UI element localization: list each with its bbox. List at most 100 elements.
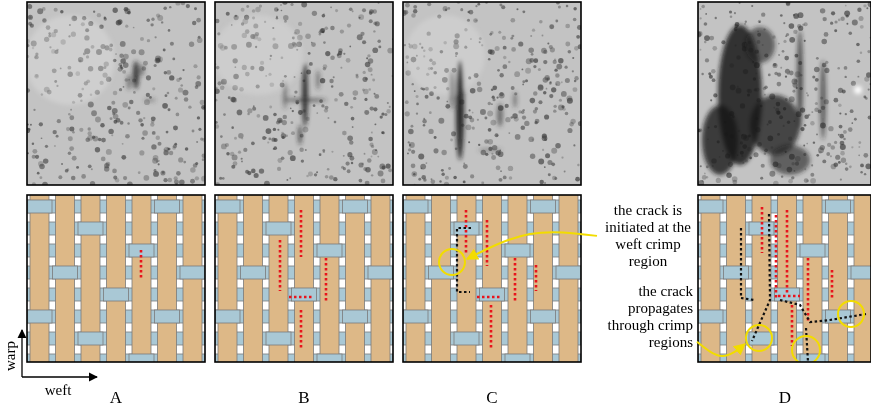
speckle bbox=[72, 156, 77, 161]
speckle bbox=[141, 137, 144, 140]
speckle bbox=[490, 50, 495, 55]
speckle bbox=[564, 66, 567, 69]
speckle bbox=[806, 92, 808, 94]
speckle bbox=[522, 115, 526, 119]
speckle bbox=[339, 92, 344, 97]
speckle bbox=[143, 175, 149, 181]
speckle bbox=[816, 154, 819, 157]
matrix-crack bbox=[300, 210, 303, 257]
weft-crimp bbox=[505, 354, 530, 362]
speckle bbox=[413, 5, 417, 9]
speckle bbox=[197, 75, 201, 79]
speckle bbox=[364, 98, 367, 101]
speckle bbox=[441, 169, 444, 172]
speckle bbox=[441, 173, 444, 176]
speckle bbox=[577, 164, 579, 166]
speckle bbox=[133, 91, 136, 94]
speckle bbox=[540, 180, 544, 184]
speckle bbox=[101, 157, 106, 162]
speckle bbox=[846, 23, 848, 25]
weft-crimp bbox=[215, 310, 240, 323]
speckle bbox=[375, 21, 380, 26]
damage-mark bbox=[450, 70, 454, 110]
speckle bbox=[54, 145, 56, 147]
warp-yarns bbox=[218, 195, 390, 362]
panel-label: D bbox=[779, 388, 791, 407]
speckle bbox=[158, 57, 163, 62]
speckle bbox=[487, 139, 493, 145]
speckle bbox=[382, 131, 385, 134]
warp-yarn bbox=[701, 195, 720, 362]
matrix-cracks bbox=[141, 250, 142, 279]
speckle bbox=[151, 116, 156, 121]
speckle bbox=[153, 171, 159, 177]
speckle bbox=[334, 121, 337, 124]
speckle bbox=[793, 13, 799, 19]
speckle bbox=[522, 80, 525, 83]
speckle bbox=[565, 42, 570, 47]
speckle bbox=[495, 46, 500, 51]
speckle bbox=[32, 149, 37, 154]
speckle bbox=[196, 141, 198, 143]
speckle bbox=[863, 153, 868, 158]
speckle bbox=[834, 141, 837, 144]
weft-yarn bbox=[215, 288, 393, 301]
speckle bbox=[576, 35, 580, 39]
speckle bbox=[66, 127, 70, 131]
speckle bbox=[365, 77, 368, 80]
speckle bbox=[172, 58, 175, 61]
matrix-crack bbox=[490, 305, 493, 350]
speckle bbox=[312, 11, 317, 16]
weft-crimps bbox=[403, 200, 581, 362]
speckle bbox=[451, 131, 456, 136]
speckle bbox=[710, 99, 712, 101]
speckle bbox=[349, 156, 354, 161]
speckle bbox=[351, 117, 355, 121]
weft-crimp bbox=[292, 288, 317, 301]
speckle bbox=[815, 102, 818, 105]
speckle bbox=[30, 124, 32, 126]
speckle bbox=[238, 133, 243, 138]
speckle bbox=[463, 164, 468, 169]
speckle bbox=[445, 176, 449, 180]
speckle bbox=[497, 69, 500, 72]
weft-crimp bbox=[775, 288, 800, 301]
speckle bbox=[381, 179, 386, 184]
speckle bbox=[570, 119, 575, 124]
speckle bbox=[505, 104, 509, 108]
matrix-crack bbox=[831, 270, 834, 300]
speckle bbox=[420, 164, 426, 170]
speckle bbox=[425, 95, 429, 99]
speckle bbox=[423, 124, 426, 127]
speckle bbox=[857, 76, 859, 78]
speckle bbox=[372, 79, 375, 82]
speckle bbox=[711, 69, 716, 74]
speckle bbox=[704, 35, 710, 41]
speckle bbox=[120, 58, 125, 63]
speckle bbox=[840, 151, 845, 156]
speckle bbox=[371, 74, 373, 76]
speckle bbox=[375, 149, 377, 151]
speckle bbox=[98, 138, 102, 142]
speckle bbox=[316, 112, 318, 114]
speckle bbox=[844, 66, 848, 70]
speckle bbox=[525, 79, 528, 82]
damage-mark bbox=[405, 15, 485, 95]
speckle bbox=[816, 57, 819, 60]
photo-frame bbox=[698, 2, 871, 185]
speckle bbox=[533, 91, 537, 95]
speckle bbox=[772, 63, 777, 68]
speckle bbox=[161, 21, 163, 23]
photo-frame bbox=[215, 2, 393, 185]
speckle bbox=[542, 35, 544, 37]
speckle bbox=[237, 110, 243, 116]
speckle bbox=[468, 141, 470, 143]
speckle bbox=[76, 166, 79, 169]
damage-mark bbox=[456, 60, 464, 160]
speckle bbox=[290, 121, 293, 124]
speckle bbox=[93, 11, 95, 13]
speckle bbox=[88, 127, 91, 130]
speckle bbox=[858, 155, 860, 157]
speckle bbox=[565, 24, 570, 29]
speckle bbox=[192, 21, 196, 25]
